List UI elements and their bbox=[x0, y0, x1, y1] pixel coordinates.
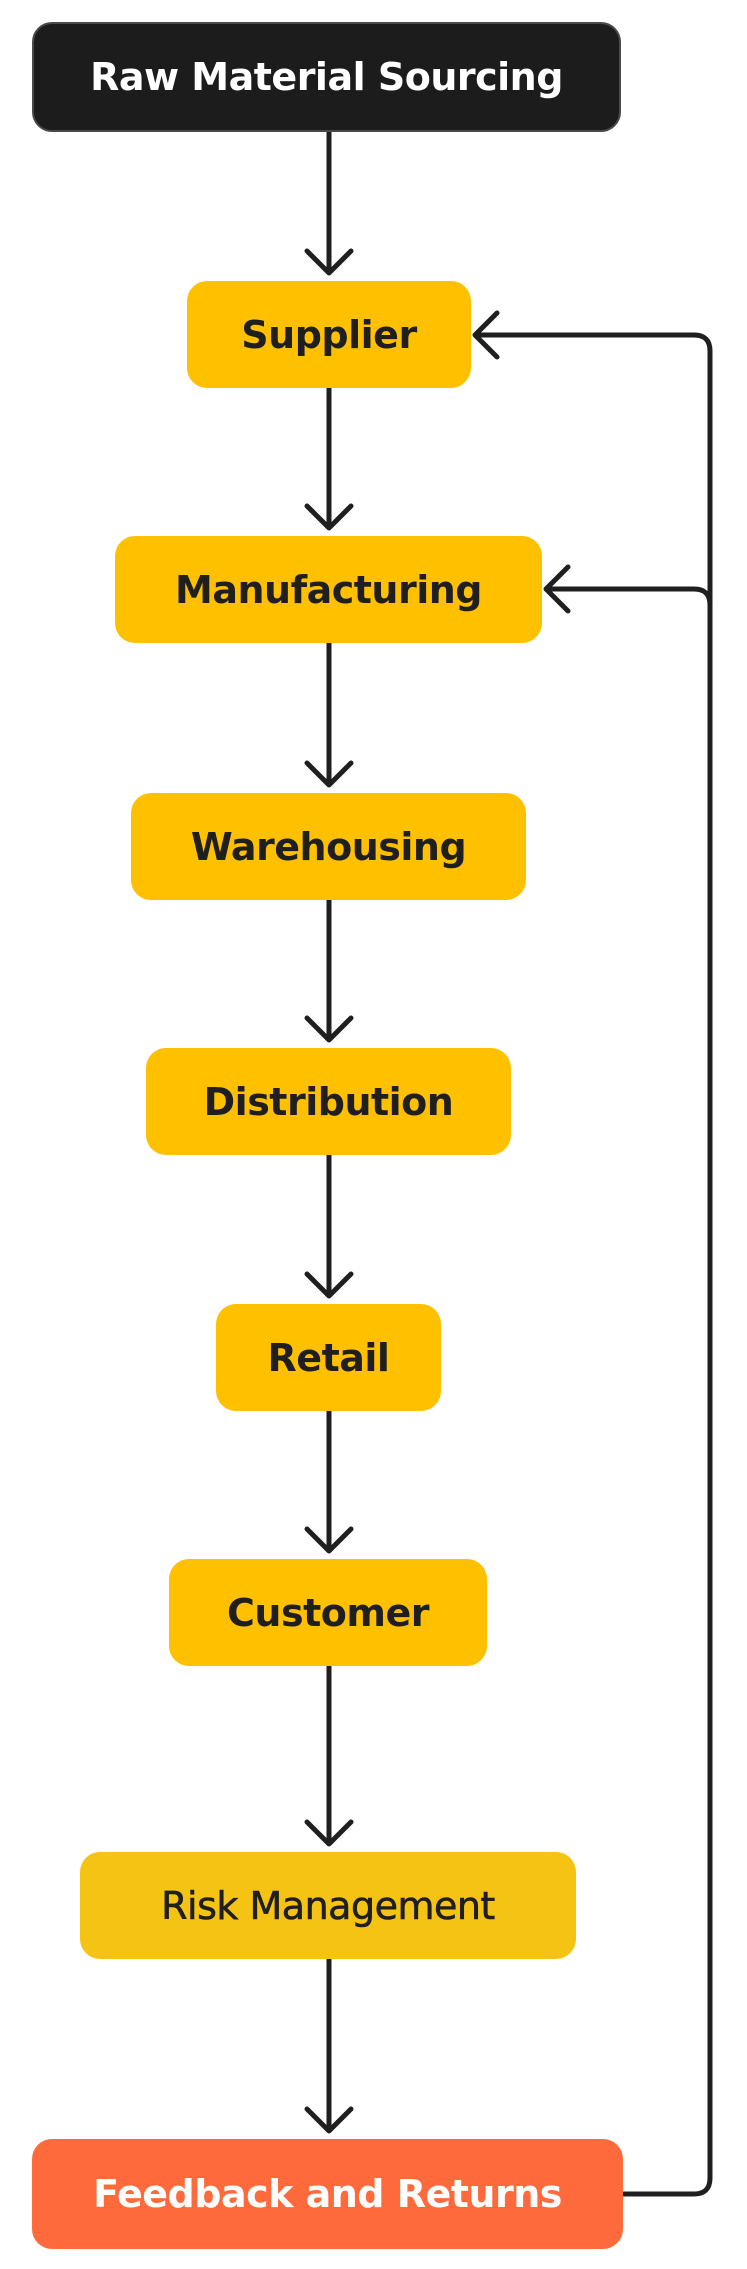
node-label: Feedback and Returns bbox=[93, 2172, 562, 2216]
node-raw-material-sourcing: Raw Material Sourcing bbox=[32, 22, 621, 132]
arrow-customer-to-risk bbox=[304, 1663, 354, 1847]
arrow-retail-to-customer bbox=[304, 1408, 354, 1554]
arrow-raw-to-supplier bbox=[304, 129, 354, 276]
node-label: Manufacturing bbox=[175, 567, 483, 612]
arrow-supplier-to-manufacturing bbox=[304, 385, 354, 531]
arrow-distribution-to-retail bbox=[304, 1152, 354, 1299]
node-label: Customer bbox=[227, 1590, 429, 1635]
node-retail: Retail bbox=[216, 1304, 441, 1411]
arrow-warehousing-to-distribution bbox=[304, 897, 354, 1043]
node-label: Retail bbox=[267, 1335, 390, 1380]
node-customer: Customer bbox=[169, 1559, 487, 1666]
node-label: Distribution bbox=[203, 1079, 454, 1124]
arrow-risk-to-feedback bbox=[304, 1956, 354, 2134]
node-supplier: Supplier bbox=[187, 281, 471, 388]
arrow-feedback-to-supplier bbox=[472, 310, 713, 2197]
arrow-feedback-to-manufacturing bbox=[543, 564, 713, 614]
node-distribution: Distribution bbox=[146, 1048, 511, 1155]
node-label: Supplier bbox=[241, 312, 417, 357]
node-risk-management: Risk Management bbox=[80, 1852, 576, 1959]
node-warehousing: Warehousing bbox=[131, 793, 526, 900]
node-label: Warehousing bbox=[190, 824, 467, 869]
node-feedback-and-returns: Feedback and Returns bbox=[32, 2139, 623, 2249]
node-label: Raw Material Sourcing bbox=[90, 55, 563, 99]
arrow-manufacturing-to-warehousing bbox=[304, 640, 354, 788]
node-manufacturing: Manufacturing bbox=[115, 536, 542, 643]
node-label: Risk Management bbox=[161, 1883, 496, 1928]
